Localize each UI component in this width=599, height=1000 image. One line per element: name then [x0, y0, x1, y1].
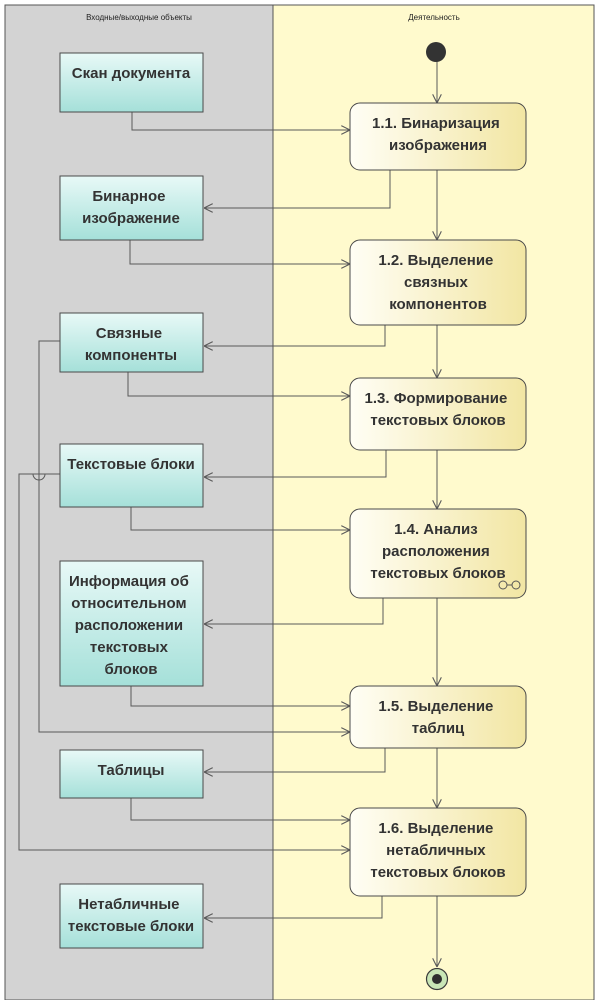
object-nontable-blocks-label: Нетабличные текстовые блоки [68, 896, 194, 935]
object-nontable-blocks: Нетабличные текстовые блоки [59, 883, 204, 949]
initial-node [426, 42, 446, 62]
action-1-6-label: 1.6. Выделение нетабличных текстовых бло… [370, 820, 505, 881]
object-connected-components-label: Связные компоненты [85, 325, 177, 364]
flow-binary-to-a2 [129, 240, 350, 264]
action-1-1-label: 1.1. Бинаризация изображения [372, 115, 504, 154]
object-tables: Таблицы [59, 749, 204, 799]
flow-layoutinfo-to-a5 [130, 686, 350, 706]
flow-a3-to-blocks [204, 450, 387, 477]
flow-components-to-a3 [127, 372, 350, 396]
object-text-blocks-label: Текстовые блоки [67, 456, 194, 473]
subactivity-rake-icon [498, 580, 521, 590]
object-binary-image: Бинарное изображение [59, 175, 204, 241]
flow-scan-to-a1 [131, 112, 350, 130]
final-node [425, 967, 449, 991]
action-1-2-label: 1.2. Выделение связных компонентов [378, 252, 497, 313]
flow-a2-to-components [204, 325, 386, 346]
flow-a6-to-nontable [204, 896, 383, 918]
object-scan-label: Скан документа [72, 65, 191, 82]
flow-tables-to-a6 [130, 798, 350, 820]
action-1-1-binarization: 1.1. Бинаризация изображения [349, 102, 527, 171]
edges [18, 62, 437, 967]
flow-a5-to-tables [204, 748, 386, 772]
flow-a1-to-binary [204, 170, 391, 208]
action-1-4-label: 1.4. Анализ расположения текстовых блоко… [370, 521, 505, 582]
flow-components-to-a5 [38, 340, 350, 732]
object-tables-label: Таблицы [98, 762, 165, 779]
activity-lane-title: Деятельность [408, 13, 460, 22]
object-scan: Скан документа [59, 52, 204, 113]
object-layout-info-label: Информация об относительном расположении… [69, 573, 193, 678]
flow-a4-to-layoutinfo [204, 598, 384, 624]
object-layout-info: Информация об относительном расположении… [59, 560, 204, 687]
action-1-6-nontable-extraction: 1.6. Выделение нетабличных текстовых бло… [349, 807, 527, 897]
objects-lane-title: Входные/выходные объекты [86, 13, 192, 22]
flow-blocks-to-a4 [130, 507, 350, 530]
action-1-3-text-blocks-forming: 1.3. Формирование текстовых блоков [349, 377, 527, 451]
flow-blocks-to-a6 [18, 473, 350, 850]
action-1-3-label: 1.3. Формирование текстовых блоков [365, 390, 512, 429]
action-1-5-tables-extraction: 1.5. Выделение таблиц [349, 685, 527, 749]
action-1-4-layout-analysis: 1.4. Анализ расположения текстовых блоко… [349, 508, 527, 599]
action-1-2-connected-components: 1.2. Выделение связных компонентов [349, 239, 527, 326]
object-binary-image-label: Бинарное изображение [82, 188, 180, 227]
object-connected-components: Связные компоненты [59, 312, 204, 373]
action-1-5-label: 1.5. Выделение таблиц [378, 698, 497, 737]
object-text-blocks: Текстовые блоки [59, 443, 204, 508]
